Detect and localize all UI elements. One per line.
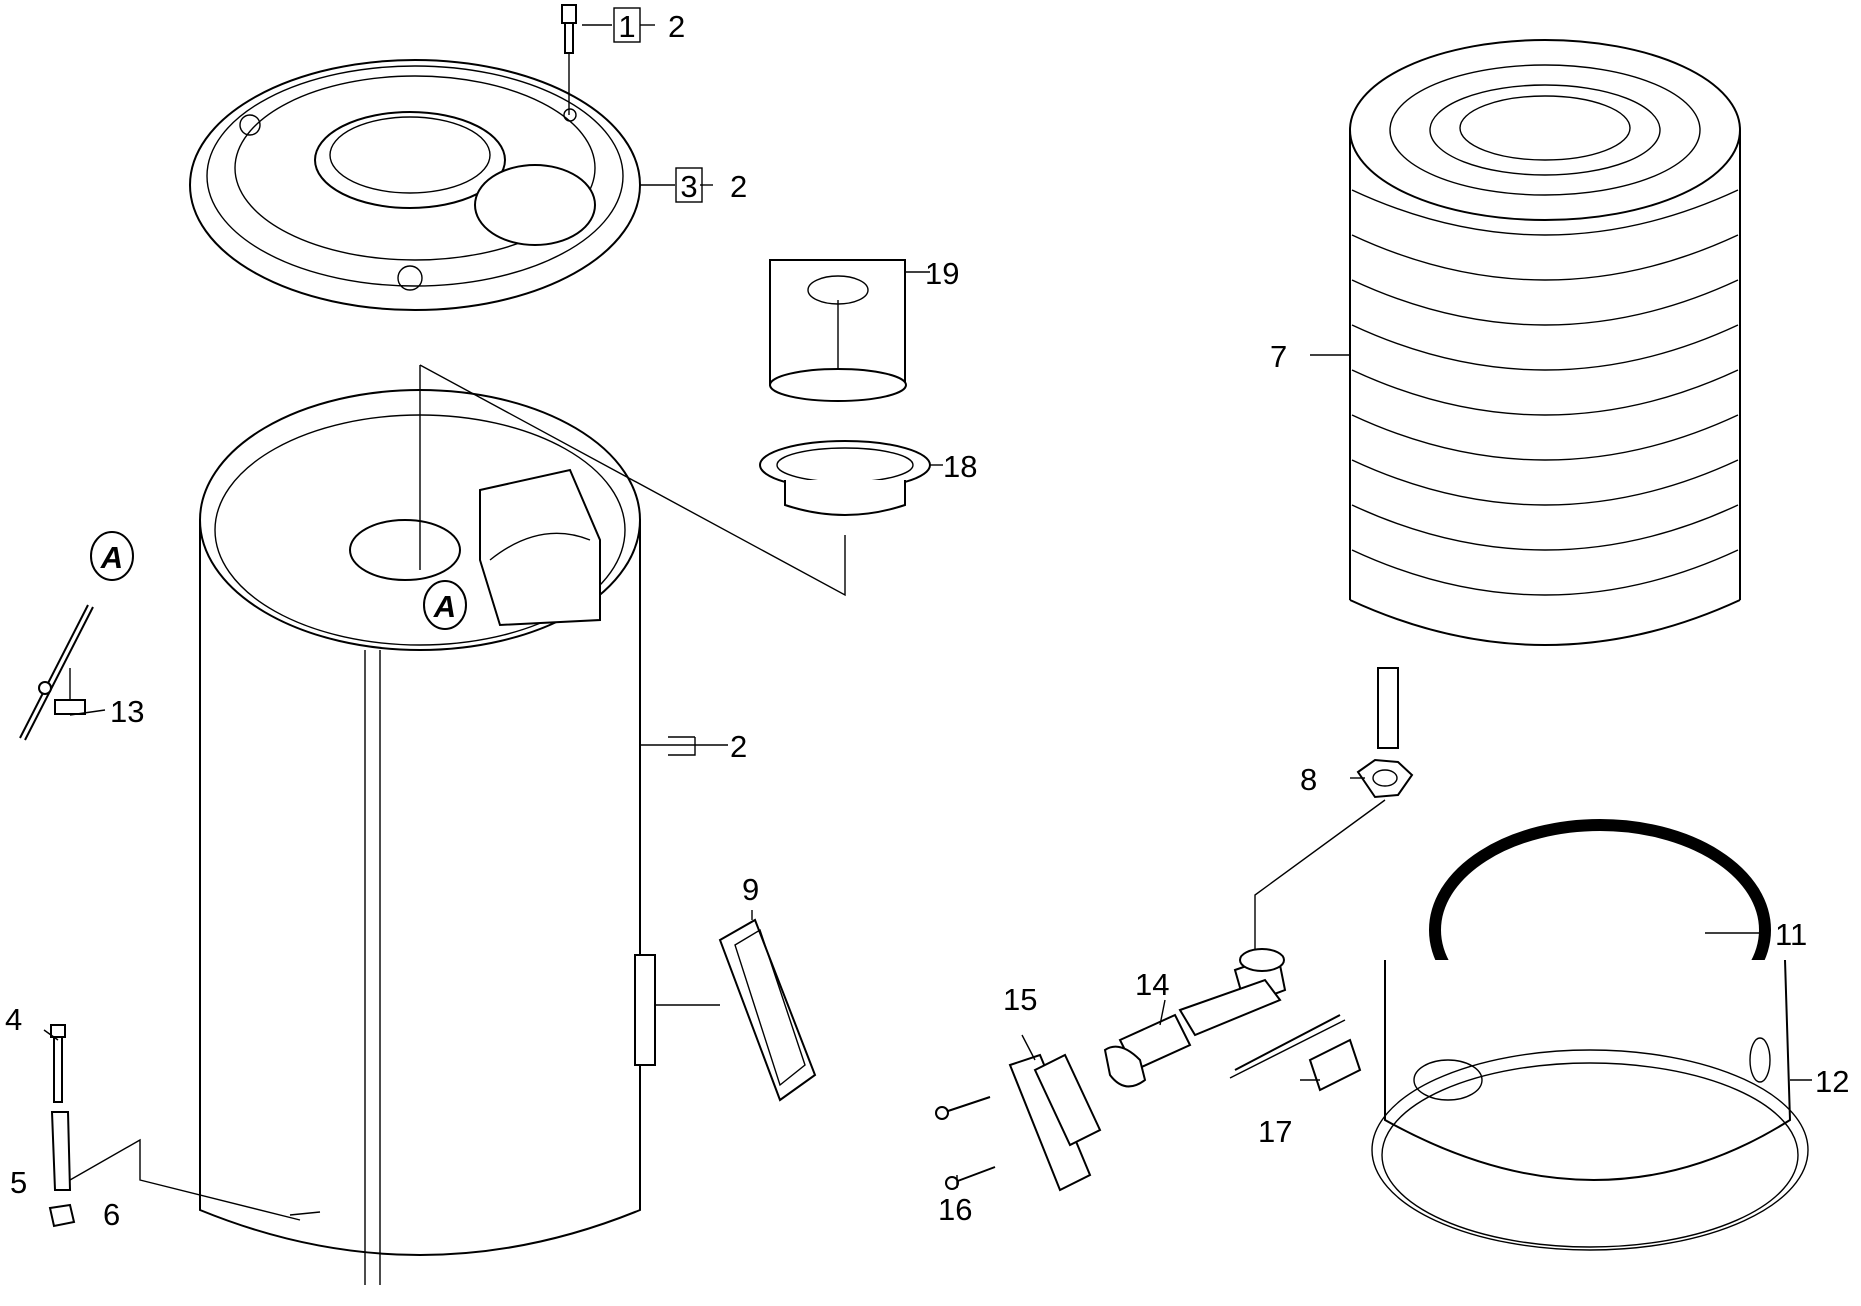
callout-3: 3 bbox=[680, 169, 697, 204]
callout-1: 1 bbox=[618, 9, 635, 44]
callout-14: 14 bbox=[1135, 967, 1169, 1002]
callout-13: 13 bbox=[110, 694, 144, 729]
callout-box-1 bbox=[613, 7, 641, 43]
top-cover-part bbox=[189, 59, 641, 311]
heating-coil-part bbox=[1349, 39, 1741, 749]
nut-8-part bbox=[1356, 758, 1414, 799]
bolt-4-part bbox=[50, 1024, 66, 1103]
callout-4: 4 bbox=[5, 1002, 22, 1037]
callout-labels: 1 2 3 2 2 19 18 7 8 11 12 13 4 5 6 9 14 … bbox=[5, 9, 1849, 1232]
connector-14-part bbox=[1103, 948, 1287, 1088]
callout-9: 9 bbox=[742, 872, 759, 907]
callout-19: 19 bbox=[925, 256, 959, 291]
callout-8: 8 bbox=[1300, 762, 1317, 797]
filter-9-part bbox=[718, 918, 817, 1102]
callout-15: 15 bbox=[1003, 982, 1037, 1017]
detail-a-marker-inset: A bbox=[90, 531, 134, 581]
spacer-19-part bbox=[769, 259, 907, 402]
bolt-part bbox=[561, 4, 577, 115]
ring-18-part bbox=[759, 440, 931, 516]
svg-text:A: A bbox=[100, 540, 123, 575]
clamp-5-part bbox=[50, 1111, 72, 1191]
callout-5: 5 bbox=[10, 1165, 27, 1200]
screw-16-upper-part bbox=[935, 1096, 991, 1120]
screw-16-lower-part bbox=[945, 1166, 996, 1190]
callout-16: 16 bbox=[938, 1192, 972, 1227]
callout-2-cover: 2 bbox=[730, 169, 747, 204]
sensor-rod-part bbox=[1229, 1014, 1346, 1079]
clip-17-part bbox=[1308, 1038, 1362, 1092]
callout-2-tank: 2 bbox=[730, 729, 747, 764]
callout-17: 17 bbox=[1258, 1114, 1292, 1149]
bracket-15-part bbox=[1008, 1053, 1102, 1192]
callout-box-3 bbox=[675, 167, 703, 203]
callout-12: 12 bbox=[1815, 1064, 1849, 1099]
callout-18: 18 bbox=[943, 449, 977, 484]
tank-body-part bbox=[199, 389, 656, 1285]
svg-text:A: A bbox=[433, 589, 456, 624]
leader-lines bbox=[43, 24, 1812, 1221]
probe-part bbox=[19, 604, 94, 741]
detail-a-marker-main: A bbox=[423, 580, 467, 630]
callout-6: 6 bbox=[103, 1197, 120, 1232]
callout-7: 7 bbox=[1270, 339, 1287, 374]
nut-6-part bbox=[48, 1203, 76, 1228]
callout-bracket-2 bbox=[668, 736, 696, 756]
callout-11: 11 bbox=[1775, 917, 1807, 952]
base-12-part bbox=[1371, 959, 1809, 1251]
callout-2-top: 2 bbox=[668, 9, 685, 44]
